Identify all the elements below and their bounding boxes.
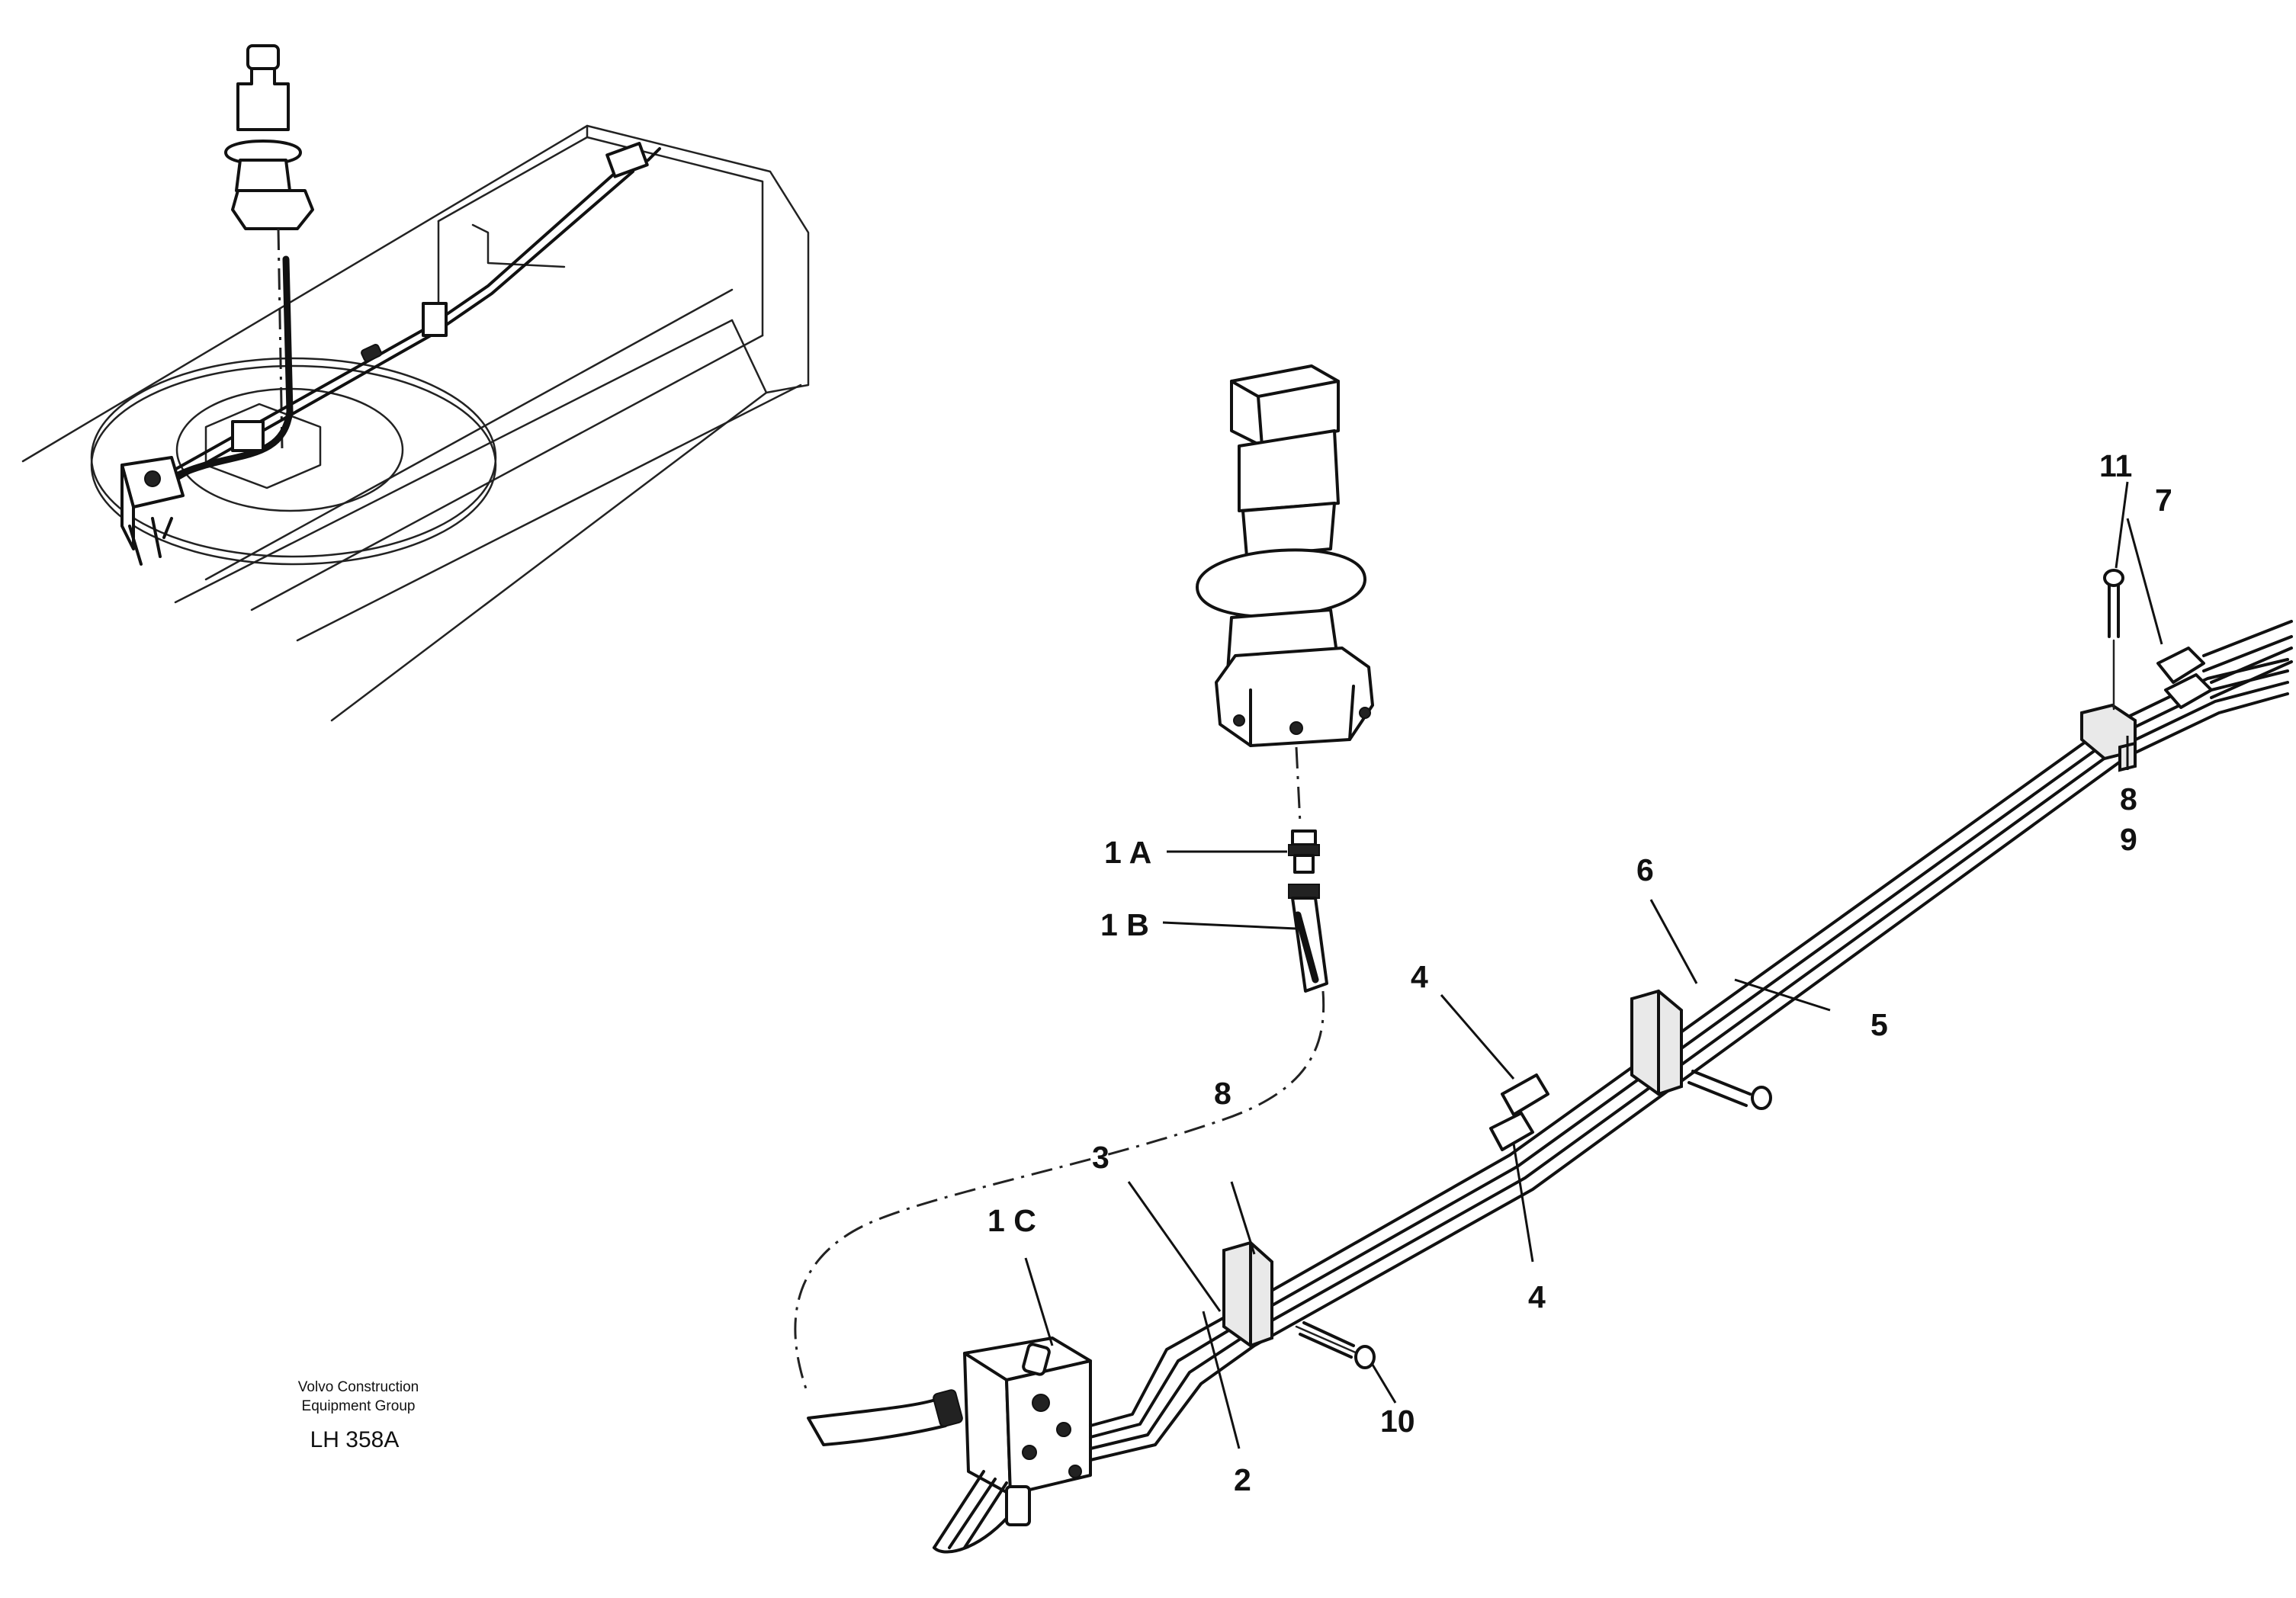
- union-upper: [1501, 1073, 1549, 1116]
- callout-11: 11: [2099, 448, 2132, 483]
- overview-pipes: [168, 142, 661, 482]
- callout-4-upper: 4: [1411, 959, 1428, 994]
- callout-7: 7: [2155, 483, 2172, 518]
- clamp-middle: [1630, 989, 1772, 1110]
- union-lower: [1489, 1112, 1534, 1151]
- overview-swivel: [224, 44, 314, 451]
- callout-8-front: 8: [1214, 1076, 1231, 1111]
- callout-leaders: [1024, 481, 2163, 1449]
- overview-valve-block: [120, 456, 185, 566]
- callout-8-rear: 8: [2120, 781, 2137, 817]
- callouts: 1 A 1 B 1 C 2 3 4 4 5 6 7 8 9 8 10 11: [987, 448, 2172, 1497]
- callout-6: 6: [1636, 852, 1654, 887]
- clamp-rear: [2080, 703, 2137, 772]
- drawing-id: LH 358A: [310, 1427, 400, 1452]
- fitting-1b: [1288, 884, 1328, 993]
- screw-11: [2103, 569, 2124, 711]
- callout-1b: 1 B: [1100, 907, 1149, 942]
- company-line-2: Equipment Group: [302, 1398, 416, 1414]
- callout-1a: 1 A: [1104, 835, 1151, 870]
- fitting-1a: [1288, 829, 1320, 874]
- drawing-caption: Volvo Construction Equipment Group LH 35…: [298, 1379, 419, 1452]
- clamp-front: [1222, 1240, 1376, 1369]
- swivel-joint: [1196, 364, 1374, 824]
- callout-1c: 1 C: [987, 1203, 1036, 1238]
- hose-fittings: [2156, 620, 2293, 709]
- callout-4-lower: 4: [1528, 1279, 1546, 1314]
- slewing-ring: [90, 357, 497, 566]
- overview-inset: [21, 44, 810, 722]
- callout-5: 5: [1871, 1007, 1888, 1042]
- company-line-1: Volvo Construction: [298, 1379, 419, 1395]
- callout-2: 2: [1234, 1462, 1251, 1497]
- callout-9: 9: [2120, 822, 2137, 857]
- hose-1c: [794, 990, 1325, 1446]
- machine-frame: [21, 124, 810, 722]
- callout-3: 3: [1092, 1140, 1109, 1175]
- callout-10: 10: [1380, 1404, 1415, 1439]
- valve-block: [933, 1336, 1092, 1554]
